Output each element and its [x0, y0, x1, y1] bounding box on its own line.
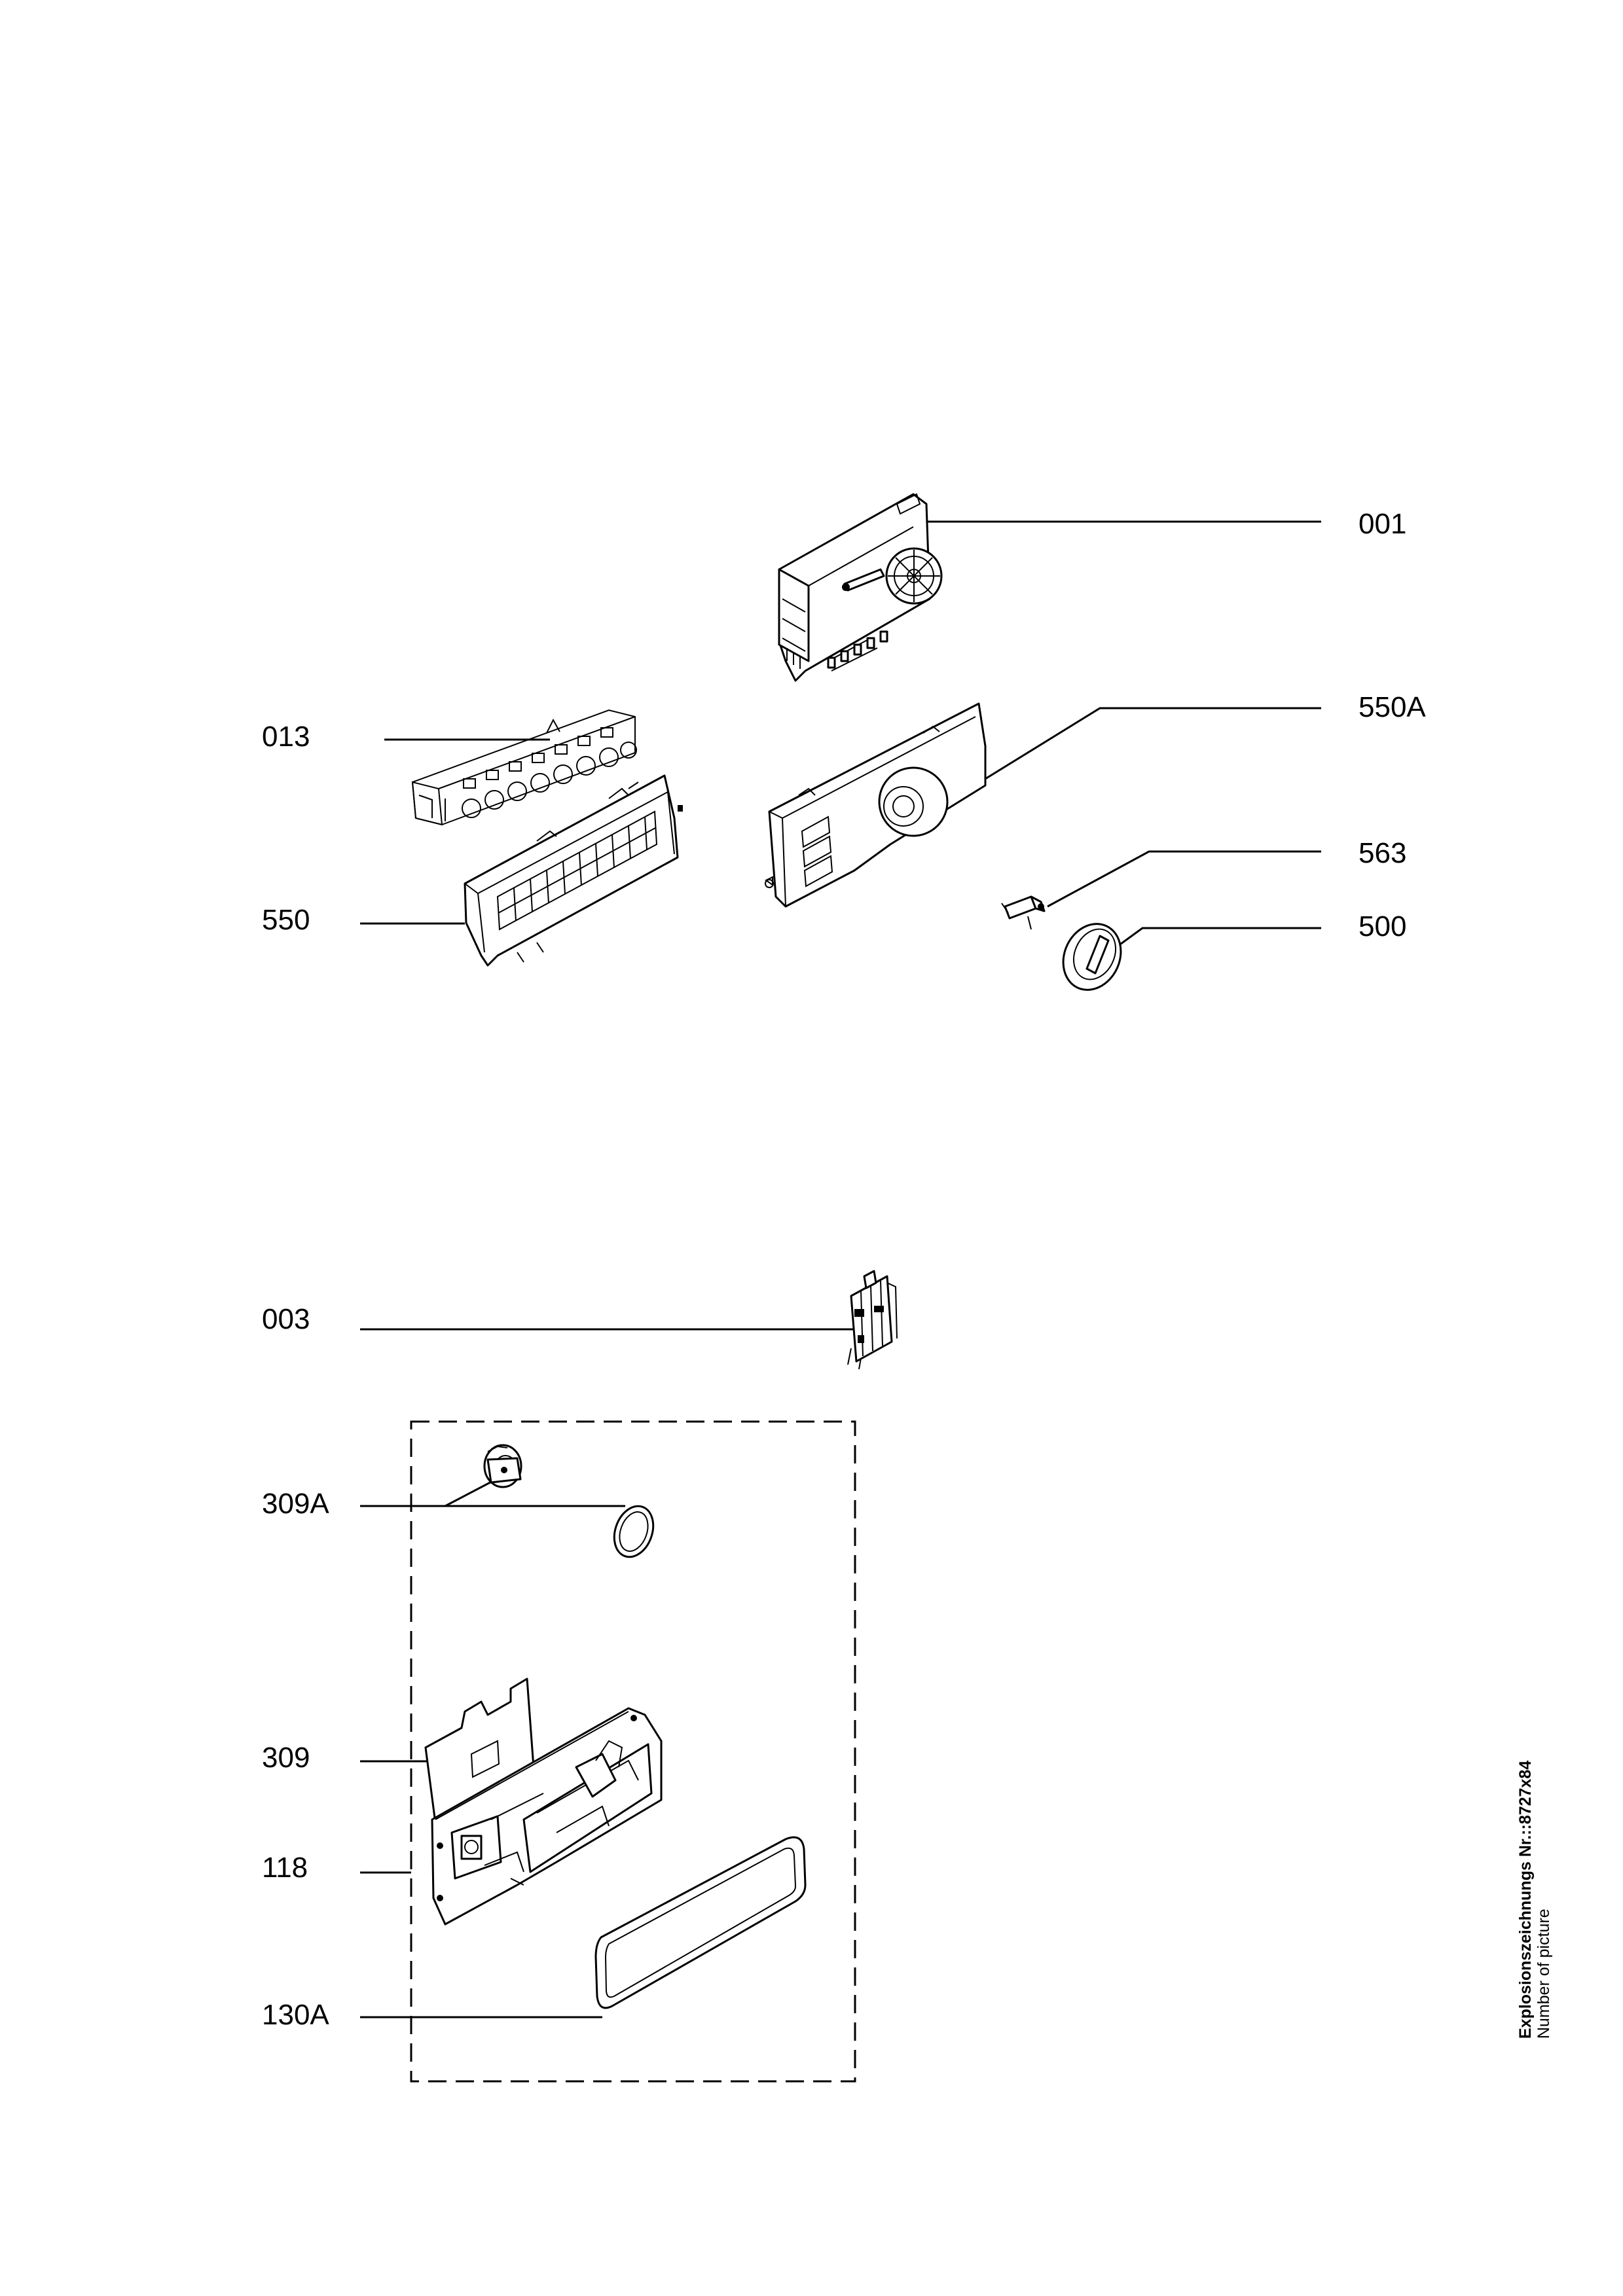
callout-label-563: 563 — [1359, 837, 1406, 869]
part-309A-ring-drawing — [613, 1505, 655, 1558]
part-500-knob-drawing — [1062, 923, 1122, 991]
leader-line-500 — [1118, 927, 1321, 947]
callout-label-500: 500 — [1359, 910, 1406, 942]
leader-line-309A-branch — [445, 1477, 500, 1507]
callout-label-550: 550 — [262, 904, 310, 936]
part-563-indicator-lamp-drawing — [1001, 895, 1046, 930]
door-lock-assembly-dashed-frame — [410, 1420, 856, 2083]
drawing-number-subtitle: Number of picture — [1535, 1909, 1553, 2039]
drawing-number-title: Explosionszeichnungs Nr.::8727x84 — [1516, 1761, 1535, 2039]
part-130A-gasket-frame-drawing — [594, 1836, 807, 2009]
callout-label-001: 001 — [1359, 508, 1406, 540]
leader-lines — [360, 520, 1321, 2018]
part-013-buttons — [462, 727, 637, 818]
leader-line-550A — [985, 707, 1321, 780]
part-550A-timer-fascia-drawing — [765, 702, 987, 908]
callout-label-309A: 309A — [262, 1488, 329, 1520]
part-118-door-lock-body-drawing — [431, 1707, 663, 1926]
callout-label-309: 309 — [262, 1742, 310, 1774]
part-309A-cam-drawing — [483, 1444, 522, 1488]
leader-line-563 — [1047, 850, 1321, 908]
part-550A-indicator-windows — [801, 816, 833, 888]
callout-label-013: 013 — [262, 721, 310, 753]
part-013-switch-block-drawing — [411, 709, 637, 826]
callout-label-130A: 130A — [262, 1999, 329, 2031]
drawing-number-note: Explosionszeichnungs Nr.::8727x84 Number… — [1516, 1761, 1553, 2039]
part-550-key-grid — [496, 810, 658, 931]
part-550-button-fascia-drawing — [464, 774, 683, 967]
part-001-timer-drawing — [778, 493, 943, 682]
part-003-switch-drawing — [847, 1270, 898, 1370]
callout-label-003: 003 — [262, 1303, 310, 1335]
callout-label-550A: 550A — [1359, 691, 1426, 723]
callout-label-118: 118 — [262, 1852, 308, 1884]
